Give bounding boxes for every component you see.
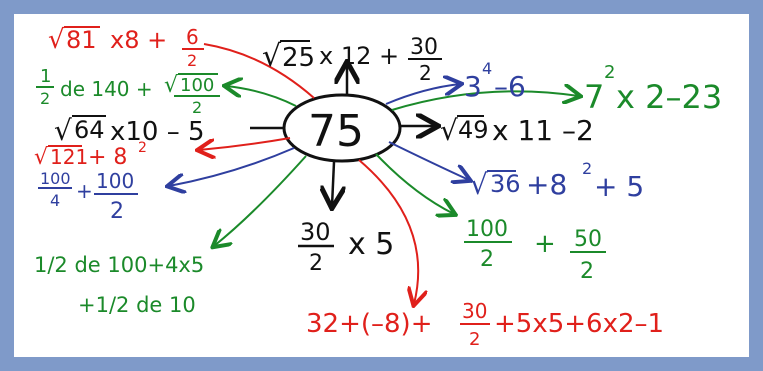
frac-den-2: 2 bbox=[192, 98, 202, 117]
frac1-den: 2 bbox=[480, 247, 494, 272]
mid: + 8 bbox=[88, 145, 127, 170]
rest: x10 – 5 bbox=[110, 117, 205, 147]
frac-num: 30 bbox=[410, 35, 438, 60]
expr-left-3: √ 121 + 8 2 bbox=[34, 140, 147, 170]
radicand: 25 bbox=[282, 43, 315, 73]
sqrt-sign: √ bbox=[470, 168, 488, 201]
whiteboard: 75 √ 25 x 12 + 30 2 3 4 –6 7 2 x 2–23 √ … bbox=[14, 14, 749, 357]
base: 7 bbox=[584, 78, 604, 116]
arrow-bottom-left-green bbox=[214, 155, 307, 246]
radicand: 81 bbox=[66, 26, 97, 54]
base: 3 bbox=[464, 70, 482, 103]
frac-num: 1 bbox=[40, 66, 51, 87]
expr-left-4: 100 4 + 100 2 bbox=[38, 169, 138, 224]
arrow-top-left-red bbox=[203, 43, 315, 99]
radicand: 49 bbox=[458, 116, 489, 144]
mind-map-drawing: 75 √ 25 x 12 + 30 2 3 4 –6 7 2 x 2–23 √ … bbox=[34, 25, 722, 350]
mid: +8 bbox=[526, 168, 567, 201]
rest: x 2–23 bbox=[616, 78, 722, 116]
expr-left-2: √ 64 x10 – 5 bbox=[54, 114, 205, 147]
line2: +1/2 de 10 bbox=[78, 293, 196, 317]
frac-den: 2 bbox=[469, 329, 480, 350]
frac1-num: 100 bbox=[466, 217, 508, 242]
rest: + 5 bbox=[594, 170, 644, 203]
expr-bottom-right: 100 2 + 50 2 bbox=[464, 217, 606, 284]
mid: de 140 + bbox=[60, 77, 153, 101]
radicand: 121 bbox=[50, 145, 88, 169]
arrow-left-blue bbox=[169, 147, 295, 186]
arrow-right-blue bbox=[388, 141, 469, 180]
arrow-bottom-red bbox=[358, 159, 418, 304]
expr-right-3: √ 36 +8 2 + 5 bbox=[470, 159, 644, 203]
frac-num: 6 bbox=[186, 25, 199, 49]
expr-top: √ 25 x 12 + 30 2 bbox=[262, 35, 442, 85]
expr-right-2: √ 49 x 11 –2 bbox=[440, 114, 594, 147]
center-number: 75 bbox=[308, 106, 364, 157]
frac-num: 30 bbox=[462, 299, 487, 323]
expr-top-right: 3 4 –6 bbox=[464, 59, 526, 103]
sqrt-sign: √ bbox=[48, 25, 65, 55]
radicand: 64 bbox=[74, 116, 105, 144]
expr-bottom-center: 30 2 x 5 bbox=[298, 218, 394, 276]
arrow-top-right-blue bbox=[385, 84, 460, 105]
rest: –6 bbox=[494, 70, 526, 103]
part2: +5x5+6x2–1 bbox=[494, 309, 664, 339]
frac2-num: 50 bbox=[574, 227, 602, 252]
arrow-left-green bbox=[226, 86, 297, 107]
plus: + bbox=[76, 179, 93, 203]
sqrt-sign: √ bbox=[54, 114, 72, 147]
expr-bottom-long: 32+(–8)+ 30 2 +5x5+6x2–1 bbox=[306, 299, 664, 350]
sqrt-sign: √ bbox=[262, 39, 282, 74]
expr-bottom-left: 1/2 de 100+4x5 +1/2 de 10 bbox=[34, 253, 204, 317]
sqrt-sign: √ bbox=[34, 145, 49, 170]
frac1-num: 100 bbox=[40, 169, 71, 188]
mid-text: x 12 + bbox=[319, 42, 399, 70]
mid: x8 + bbox=[110, 26, 167, 54]
line1: 1/2 de 100+4x5 bbox=[34, 253, 204, 277]
expr-right-1: 7 2 x 2–23 bbox=[584, 62, 722, 116]
rest: x 11 –2 bbox=[492, 114, 594, 147]
arrow-down bbox=[332, 161, 334, 206]
expr-left-1: 1 2 de 140 + √ 100 2 bbox=[36, 66, 220, 117]
part1: 32+(–8)+ bbox=[306, 309, 432, 339]
arrow-left-red bbox=[199, 137, 291, 150]
frac-num: 30 bbox=[300, 218, 331, 246]
exponent: 4 bbox=[482, 59, 492, 78]
frac-den: 2 bbox=[187, 51, 197, 70]
arrow-right-green bbox=[391, 91, 579, 111]
radicand: 36 bbox=[490, 170, 521, 198]
plus: + bbox=[534, 229, 556, 259]
exponent: 2 bbox=[582, 159, 592, 178]
sqrt-sign: √ bbox=[440, 114, 458, 147]
exponent: 2 bbox=[604, 62, 615, 83]
sqrt-sign: √ bbox=[164, 73, 179, 98]
rest: x 5 bbox=[348, 227, 394, 262]
frac2-den: 2 bbox=[580, 259, 594, 284]
frac-den: 2 bbox=[309, 251, 323, 276]
arrow-bottom-right-green bbox=[375, 153, 454, 214]
frac-den: 2 bbox=[419, 61, 432, 85]
exponent: 2 bbox=[138, 140, 147, 156]
frac-den: 2 bbox=[40, 89, 50, 108]
frac2-den: 2 bbox=[110, 199, 124, 224]
frac2-num: 100 bbox=[96, 169, 134, 193]
expr-top-left: √ 81 x8 + 6 2 bbox=[48, 25, 204, 70]
frac1-den: 4 bbox=[50, 191, 60, 210]
radicand: 100 bbox=[180, 75, 214, 96]
